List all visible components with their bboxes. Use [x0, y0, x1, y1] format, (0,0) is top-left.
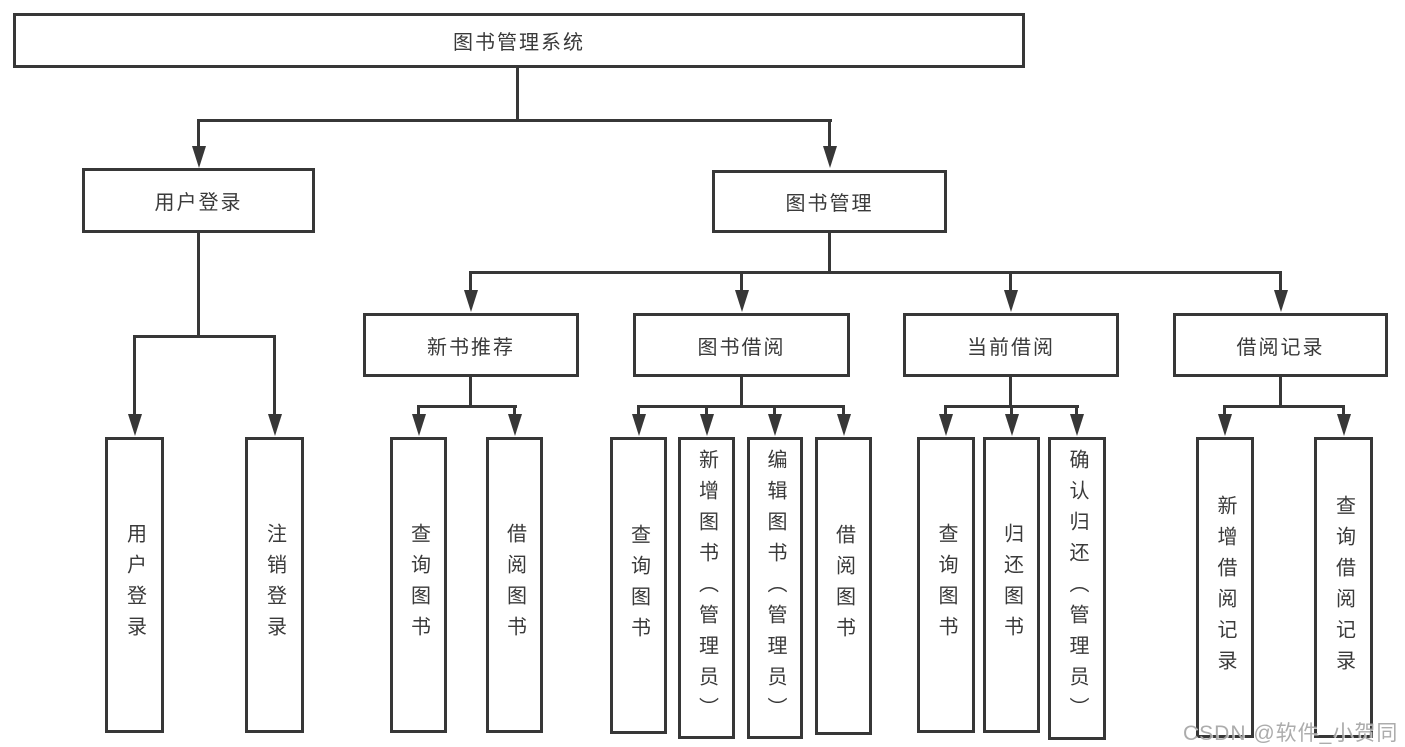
connector-line — [417, 405, 420, 418]
leaf-add-books-admin: 新增图书（管理员） — [678, 437, 735, 739]
node-borrow-record: 借阅记录 — [1173, 313, 1388, 377]
connector-line — [197, 119, 200, 150]
arrow-down-icon — [1218, 414, 1232, 436]
leaf-borrow-books: 借阅图书 — [815, 437, 872, 735]
connector-line — [1075, 405, 1078, 418]
connector-line — [133, 335, 276, 338]
arrow-down-icon — [267, 414, 282, 436]
node-new-book-recommend: 新书推荐 — [363, 313, 579, 377]
arrow-down-icon — [939, 414, 953, 436]
arrow-down-icon — [836, 414, 851, 436]
connector-line — [1279, 271, 1282, 295]
node-user-login: 用户登录 — [82, 168, 315, 233]
connector-line — [1342, 405, 1345, 418]
connector-line — [513, 405, 516, 418]
leaf-confirm-return-admin: 确认归还（管理员） — [1048, 437, 1106, 740]
arrow-down-icon — [822, 146, 837, 168]
leaf-query-books-current: 查询图书 — [917, 437, 975, 733]
connector-line — [828, 233, 831, 273]
connector-line — [273, 335, 276, 417]
connector-line — [1279, 377, 1282, 407]
connector-line — [133, 335, 136, 417]
node-book-management: 图书管理 — [712, 170, 947, 233]
leaf-edit-books-admin: 编辑图书（管理员） — [747, 437, 803, 739]
arrow-down-icon — [463, 290, 478, 312]
leaf-query-books-recommend: 查询图书 — [390, 437, 447, 733]
connector-line — [197, 233, 200, 337]
leaf-logout: 注销登录 — [245, 437, 304, 733]
leaf-borrow-books-recommend: 借阅图书 — [486, 437, 543, 733]
connector-line — [1223, 405, 1226, 418]
arrow-down-icon — [127, 414, 142, 436]
connector-line — [842, 405, 845, 418]
arrow-down-icon — [1336, 414, 1351, 436]
node-current-borrow: 当前借阅 — [903, 313, 1119, 377]
arrow-down-icon — [767, 414, 782, 436]
connector-line — [469, 271, 1282, 274]
arrow-down-icon — [507, 414, 522, 436]
arrow-down-icon — [1069, 414, 1084, 436]
connector-line — [637, 405, 845, 408]
connector-line — [1010, 405, 1013, 418]
arrow-down-icon — [1273, 290, 1288, 312]
node-book-borrow: 图书借阅 — [633, 313, 850, 377]
connector-line — [705, 405, 708, 418]
connector-line — [828, 119, 831, 150]
connector-line — [197, 119, 832, 122]
connector-line — [773, 405, 776, 418]
connector-line — [469, 377, 472, 407]
connector-line — [944, 405, 947, 418]
connector-line — [1009, 377, 1012, 407]
connector-line — [740, 377, 743, 407]
arrow-down-icon — [1004, 414, 1019, 436]
node-root-system: 图书管理系统 — [13, 13, 1025, 68]
connector-line — [740, 271, 743, 295]
arrow-down-icon — [411, 414, 426, 436]
connector-line — [1009, 271, 1012, 295]
watermark: CSDN @软件_小贺同学 — [1183, 722, 1399, 745]
arrow-down-icon — [631, 414, 646, 436]
leaf-query-borrow-record: 查询借阅记录 — [1314, 437, 1373, 738]
connector-line — [1223, 405, 1345, 408]
connector-line — [516, 68, 519, 121]
arrow-down-icon — [1003, 290, 1018, 312]
leaf-return-books: 归还图书 — [983, 437, 1040, 733]
arrow-down-icon — [734, 290, 749, 312]
leaf-user-login: 用户登录 — [105, 437, 164, 733]
leaf-query-books-borrow: 查询图书 — [610, 437, 667, 734]
connector-line — [637, 405, 640, 418]
arrow-down-icon — [191, 146, 206, 168]
connector-line — [417, 405, 517, 408]
arrow-down-icon — [699, 414, 714, 436]
leaf-add-borrow-record: 新增借阅记录 — [1196, 437, 1254, 738]
connector-line — [469, 271, 472, 295]
